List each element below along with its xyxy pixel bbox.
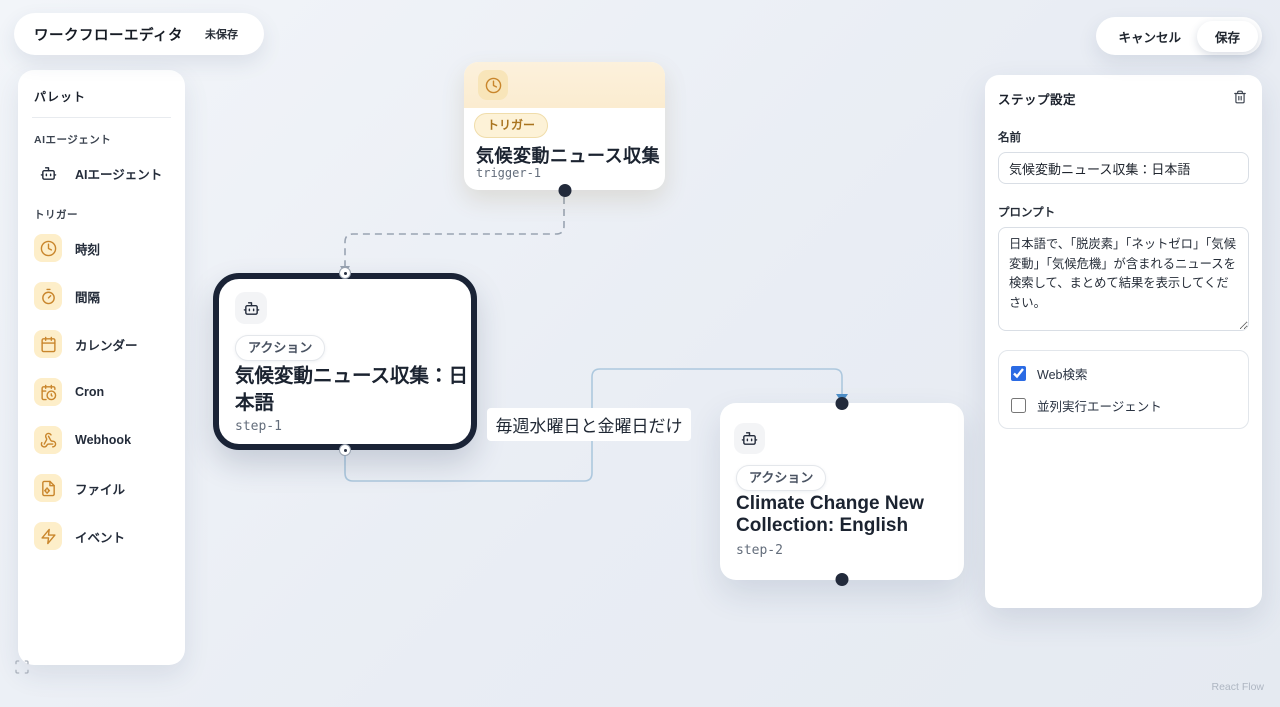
node-type-badge: アクション	[736, 465, 827, 492]
robot-icon	[734, 423, 765, 454]
save-button[interactable]: 保存	[1196, 20, 1258, 52]
step-settings-panel: ステップ設定 名前 プロンプト 日本語で、「脱炭素」「ネットゼロ」「気候変動」「…	[985, 75, 1262, 608]
robot-icon	[235, 292, 267, 324]
palette-item-time[interactable]: 時刻	[32, 228, 171, 268]
calendar-clock-icon	[34, 378, 62, 406]
titlebar: ワークフローエディタ 未保存	[14, 13, 264, 55]
source-handle[interactable]	[339, 444, 351, 456]
parallel-agent-checkbox[interactable]	[1011, 398, 1026, 413]
palette-item-label: 時刻	[75, 242, 101, 257]
zap-icon	[34, 522, 62, 550]
clock-icon	[34, 234, 62, 262]
palette-section-ai-agent: AIエージェント	[34, 134, 112, 146]
node-title: 気候変動ニュース収集：日本語	[235, 365, 469, 414]
palette-item-interval[interactable]: 間隔	[32, 276, 171, 316]
palette-item-event[interactable]: イベント	[32, 516, 171, 556]
node-type-badge: トリガー	[474, 113, 549, 138]
option-web-search[interactable]: Web検索	[1011, 364, 1236, 383]
palette-item-label: ファイル	[75, 482, 126, 497]
trash-icon[interactable]	[1231, 88, 1249, 109]
node-id: trigger-1	[476, 166, 542, 180]
options-group: Web検索 並列実行エージェント	[998, 350, 1249, 429]
web-search-checkbox[interactable]	[1011, 366, 1026, 381]
palette-item-file[interactable]: ファイル	[32, 468, 171, 508]
name-field-label: 名前	[998, 132, 1021, 144]
react-flow-attribution[interactable]: React Flow	[1211, 681, 1264, 693]
node-title: Climate Change New Collection: English	[736, 493, 924, 537]
palette-item-label: 間隔	[75, 290, 101, 305]
palette-item-label: AIエージェント	[75, 167, 163, 182]
target-handle[interactable]	[339, 267, 351, 279]
palette-title: パレット	[32, 86, 171, 118]
palette-section-trigger: トリガー	[34, 209, 78, 221]
target-handle[interactable]	[835, 397, 849, 410]
robot-icon	[34, 159, 62, 187]
palette-item-label: Cron	[75, 385, 105, 399]
palette-sidebar: パレット AIエージェント AIエージェント トリガー 時刻 間隔 カレンダー …	[18, 70, 185, 665]
palette-item-ai-agent[interactable]: AIエージェント	[32, 153, 171, 193]
palette-item-label: カレンダー	[75, 338, 138, 353]
prompt-field-label: プロンプト	[998, 207, 1056, 219]
node-title: 気候変動ニュース収集	[476, 146, 661, 166]
source-handle[interactable]	[558, 184, 571, 197]
cancel-button[interactable]: キャンセル	[1118, 27, 1181, 46]
panel-title: ステップ設定	[998, 93, 1077, 107]
unsaved-status-badge: 未保存	[204, 29, 238, 41]
step-name-input[interactable]	[998, 152, 1249, 184]
option-label: 並列実行エージェント	[1037, 400, 1162, 414]
palette-item-label: イベント	[75, 530, 126, 545]
node-step-2[interactable]: アクション Climate Change New Collection: Eng…	[720, 397, 964, 586]
clock-icon	[478, 70, 508, 100]
source-handle[interactable]	[835, 573, 849, 586]
node-type-badge: アクション	[235, 335, 326, 362]
page-title: ワークフローエディタ	[34, 27, 183, 44]
calendar-icon	[34, 330, 62, 358]
palette-item-webhook[interactable]: Webhook	[32, 420, 171, 460]
palette-item-label: Webhook	[75, 433, 132, 447]
palette-item-calendar[interactable]: カレンダー	[32, 324, 171, 364]
timer-icon	[34, 282, 62, 310]
webhook-icon	[34, 426, 62, 454]
file-icon	[34, 474, 62, 502]
option-parallel-agent[interactable]: 並列実行エージェント	[1011, 396, 1236, 415]
edge-condition-label[interactable]: 毎週水曜日と金曜日だけ	[487, 408, 691, 441]
option-label: Web検索	[1037, 368, 1088, 382]
node-trigger-1[interactable]: トリガー 気候変動ニュース収集 trigger-1	[464, 62, 665, 197]
node-step-1-selected[interactable]: アクション 気候変動ニュース収集：日本語 step-1	[213, 267, 477, 456]
actionbar: キャンセル 保存	[1096, 17, 1262, 55]
node-id: step-1	[235, 419, 282, 434]
edge-trigger-to-step1	[344, 197, 565, 268]
node-id: step-2	[736, 543, 783, 558]
palette-item-cron[interactable]: Cron	[32, 372, 171, 412]
fit-view-icon[interactable]	[14, 659, 30, 678]
prompt-textarea[interactable]: 日本語で、「脱炭素」「ネットゼロ」「気候変動」「気候危機」が含まれるニュースを検…	[998, 227, 1249, 331]
